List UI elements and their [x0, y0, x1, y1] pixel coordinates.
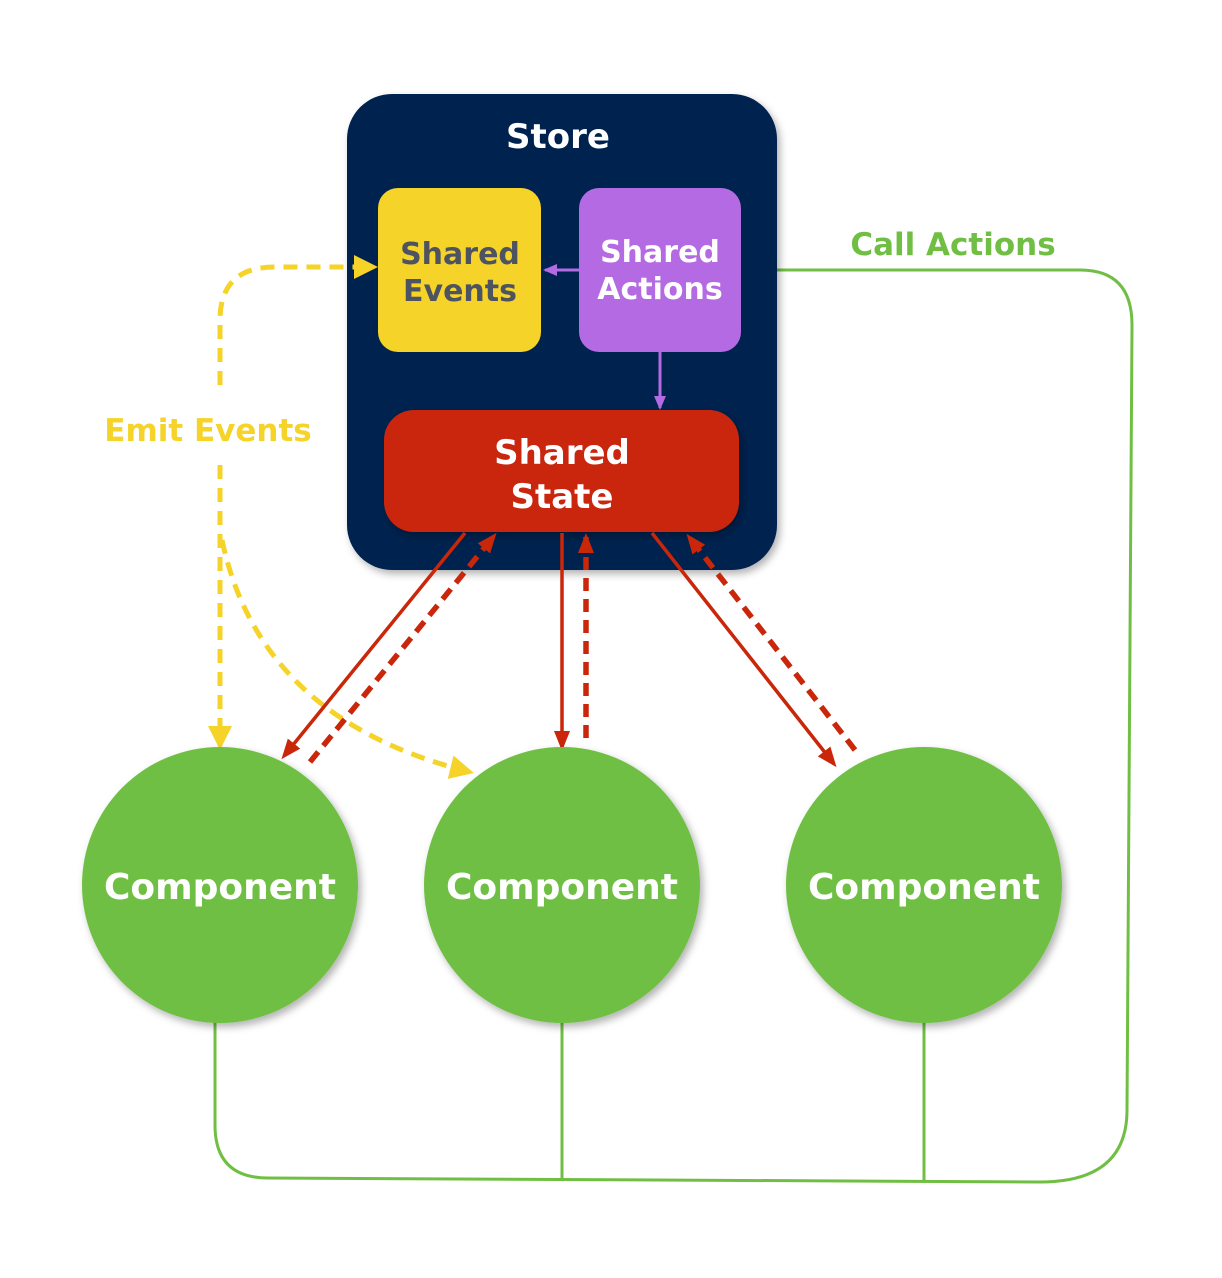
component-1: Component	[82, 747, 358, 1023]
shared-events-line2: Events	[403, 274, 517, 309]
shared-events-line1: Shared	[400, 237, 520, 272]
shared-events-box: Shared Events	[378, 188, 541, 352]
shared-actions-line1: Shared	[600, 235, 720, 270]
shared-state-line2: State	[511, 477, 614, 517]
call-actions-connector	[213, 262, 1134, 1184]
shared-state-box: Shared State	[384, 410, 739, 532]
component-label: Component	[446, 867, 678, 908]
call-actions-label: Call Actions	[850, 227, 1055, 263]
store-title: Store	[506, 117, 610, 157]
emit-events-connector	[208, 255, 474, 779]
shared-actions-line2: Actions	[597, 272, 722, 307]
component-2: Component	[424, 747, 700, 1023]
purple-arrows	[543, 264, 666, 410]
emit-events-label: Emit Events	[104, 413, 311, 449]
shared-state-line1: Shared	[494, 433, 630, 473]
state-arrows	[281, 531, 837, 768]
component-label: Component	[104, 867, 336, 908]
state-dashed-arrows	[307, 532, 858, 764]
component-3: Component	[786, 747, 1062, 1023]
component-label: Component	[808, 867, 1040, 908]
shared-actions-box: Shared Actions	[579, 188, 741, 352]
